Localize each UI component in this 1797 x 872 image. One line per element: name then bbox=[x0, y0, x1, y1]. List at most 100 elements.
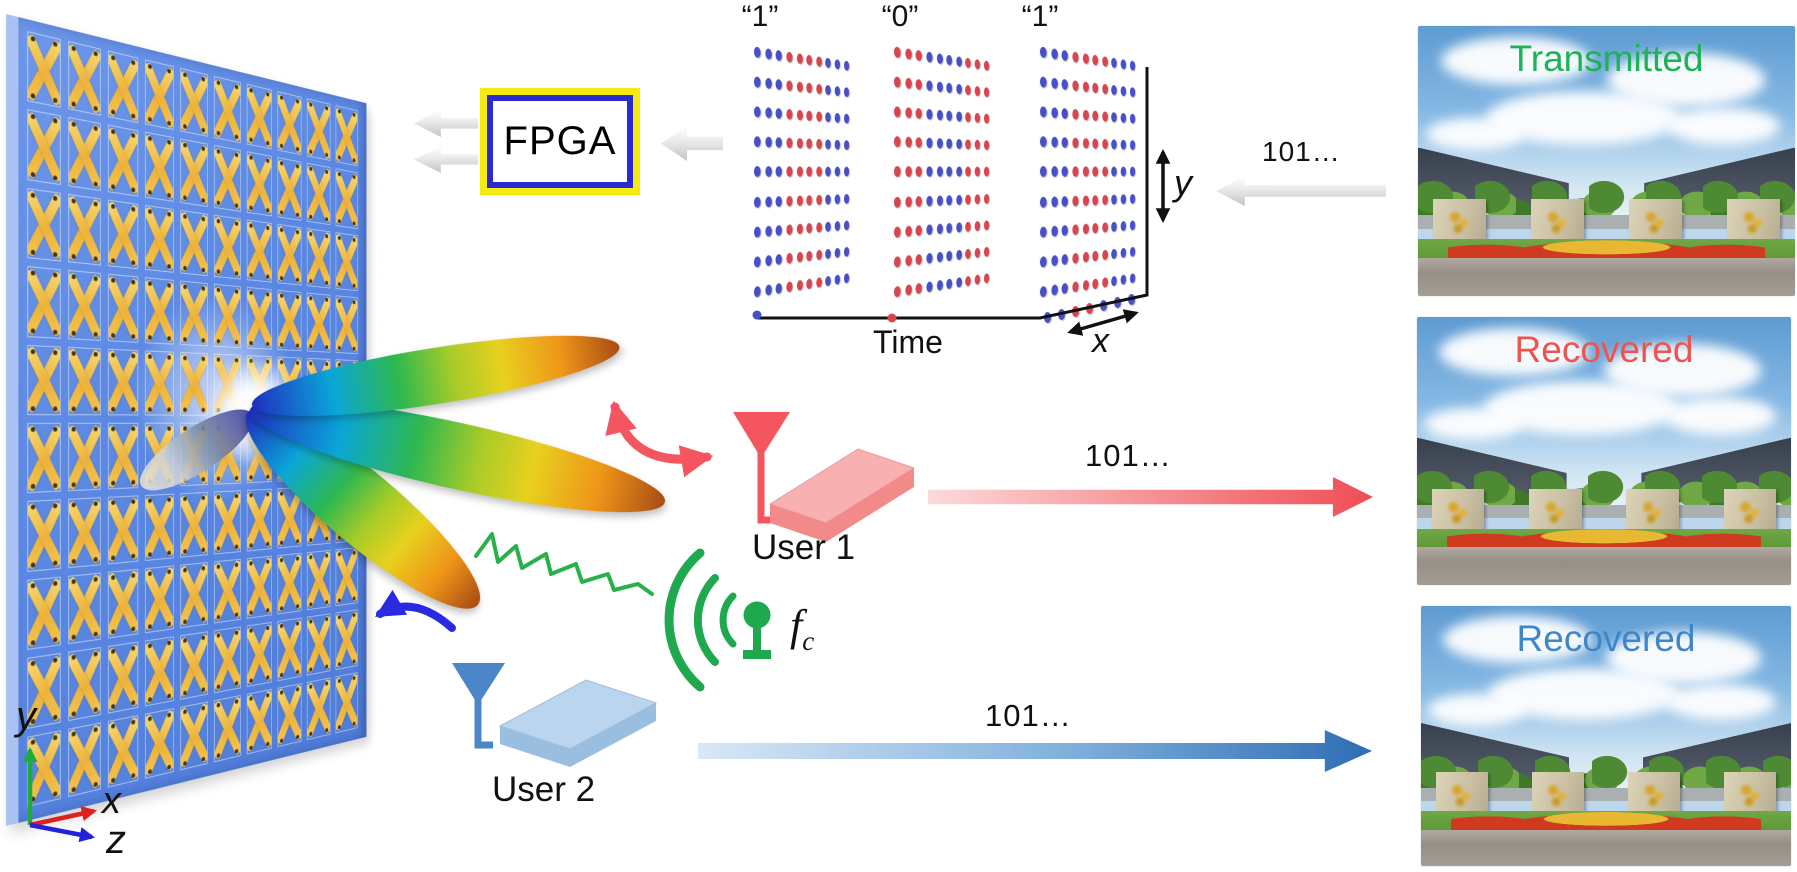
road bbox=[1417, 547, 1791, 585]
beam-steer-arrow-red-icon bbox=[605, 400, 714, 478]
metasurface-unit-cell bbox=[246, 622, 272, 687]
metasurface-unit-cell bbox=[307, 98, 331, 162]
metasurface-unit-cell bbox=[107, 348, 139, 416]
bit-plot-axes bbox=[752, 67, 1171, 336]
photo-label: Recovered bbox=[1514, 329, 1694, 371]
photo-label: Transmitted bbox=[1509, 38, 1704, 80]
road bbox=[1418, 258, 1795, 296]
metasurface-unit-cell bbox=[335, 609, 358, 670]
y-axis-label: y bbox=[1174, 162, 1192, 203]
bit-frame-label-1: “1” bbox=[741, 0, 779, 33]
bits-to-fpga-arrow-icon bbox=[661, 126, 723, 161]
metasurface-unit-cell bbox=[180, 67, 209, 138]
metasurface-unit-cell bbox=[214, 626, 241, 693]
metasurface-unit-cell bbox=[27, 576, 61, 651]
cloud-shape bbox=[1439, 327, 1590, 376]
metasurface-unit-cell bbox=[180, 138, 209, 207]
metasurface-unit-cell bbox=[246, 287, 272, 350]
metasurface-unit-cell bbox=[214, 283, 241, 348]
metasurface-unit-cell bbox=[335, 547, 358, 607]
axis-x-label: x bbox=[102, 780, 121, 822]
user1-bitstream-label: 101… bbox=[1085, 438, 1172, 473]
coordinate-axes bbox=[22, 746, 97, 843]
metasurface-unit-cell bbox=[307, 292, 331, 353]
metasurface-unit-cell bbox=[68, 117, 101, 191]
metasurface-unit-cell bbox=[144, 350, 174, 416]
metasurface-unit-cell bbox=[214, 558, 241, 624]
monument-glyph bbox=[1738, 207, 1769, 237]
metasurface-unit-cell bbox=[180, 280, 209, 346]
fpga-to-panel-arrow-icon-1 bbox=[414, 110, 478, 137]
photo-transmitted: Transmitted bbox=[1418, 26, 1795, 296]
wall bbox=[1417, 504, 1791, 518]
metasurface-unit-cell bbox=[277, 157, 302, 221]
metasurface-unit-cell bbox=[214, 145, 241, 212]
metasurface-unit-cell bbox=[27, 187, 61, 262]
monument-glyph bbox=[1542, 207, 1573, 237]
metasurface-unit-cell bbox=[68, 270, 101, 341]
fc-symbol: f bbox=[790, 601, 803, 650]
metasurface-unit-cell bbox=[144, 565, 174, 634]
metasurface-unit-cell bbox=[246, 688, 272, 755]
metasurface-unit-cell bbox=[277, 552, 302, 615]
metasurface-unit-cell bbox=[144, 277, 174, 345]
metasurface-unit-cell bbox=[246, 489, 272, 552]
metasurface-unit-cell bbox=[27, 31, 61, 109]
cloud-shape bbox=[1428, 694, 1525, 726]
metasurface-unit-cell bbox=[107, 568, 139, 639]
metasurface-unit-cell bbox=[214, 76, 241, 144]
metasurface-unit-cell bbox=[27, 266, 61, 339]
monument-glyph bbox=[1540, 496, 1571, 526]
cloud-shape bbox=[1665, 684, 1777, 721]
user1-label: User 1 bbox=[752, 528, 856, 567]
metasurface-unit-cell bbox=[27, 422, 61, 494]
user2-label: User 2 bbox=[492, 770, 596, 809]
metasurface-unit-cell bbox=[277, 223, 302, 286]
metasurface-unit-cell bbox=[277, 289, 302, 351]
metasurface-unit-cell bbox=[180, 209, 209, 277]
monument-glyph bbox=[1640, 207, 1671, 237]
monument-glyph bbox=[1447, 780, 1477, 809]
metasurface-unit-cell bbox=[335, 105, 358, 167]
image-to-bits-arrow-icon bbox=[1216, 176, 1386, 206]
metasurface-unit-cell bbox=[335, 168, 358, 229]
metasurface-unit-cell bbox=[68, 422, 101, 492]
cloud-shape bbox=[1424, 408, 1522, 441]
monument-glyph bbox=[1735, 496, 1765, 526]
fc-subscript: c bbox=[802, 625, 815, 656]
metasurface-unit-cell bbox=[180, 561, 209, 629]
metasurface-unit-cell bbox=[107, 124, 139, 197]
metasurface-unit-cell bbox=[144, 493, 174, 561]
metasurface-unit-cell bbox=[335, 232, 358, 292]
metasurface-unit-cell bbox=[277, 682, 302, 748]
metasurface-unit-cell bbox=[68, 193, 101, 266]
metasurface-unit-cell bbox=[307, 227, 331, 289]
metasurface-unit-cell bbox=[27, 344, 61, 416]
x-axis-label: x bbox=[1092, 322, 1109, 360]
metasurface-unit-cell bbox=[246, 555, 272, 619]
monument-glyph bbox=[1543, 780, 1573, 809]
photo-recovered-user2: Recovered bbox=[1421, 606, 1791, 866]
metasurface-unit-cell bbox=[180, 492, 209, 558]
metasurface-unit-cell bbox=[144, 132, 174, 202]
metasurface-unit-cell bbox=[180, 701, 209, 771]
cloud-shape bbox=[1666, 107, 1780, 145]
metasurface-unit-cell bbox=[307, 613, 331, 676]
photo-recovered-user1: Recovered bbox=[1417, 317, 1791, 585]
metasurface-unit-cell bbox=[307, 163, 331, 225]
user2-data-arrow-icon bbox=[698, 730, 1372, 772]
road bbox=[1421, 829, 1791, 866]
metasurface-unit-cell bbox=[214, 694, 241, 763]
cloud-shape bbox=[1663, 397, 1777, 435]
user2-receiver bbox=[452, 663, 658, 767]
monument-glyph bbox=[1639, 780, 1669, 809]
metasurface-unit-cell bbox=[246, 219, 272, 283]
axis-z-label: z bbox=[106, 818, 126, 862]
metasurface-unit-cell bbox=[68, 41, 101, 116]
metasurface-unit-cell bbox=[107, 273, 139, 343]
cloud-shape bbox=[1440, 36, 1592, 86]
metasurface-unit-cell bbox=[144, 204, 174, 273]
beam-steer-arrow-blue-icon bbox=[375, 589, 456, 632]
wall bbox=[1421, 788, 1791, 801]
